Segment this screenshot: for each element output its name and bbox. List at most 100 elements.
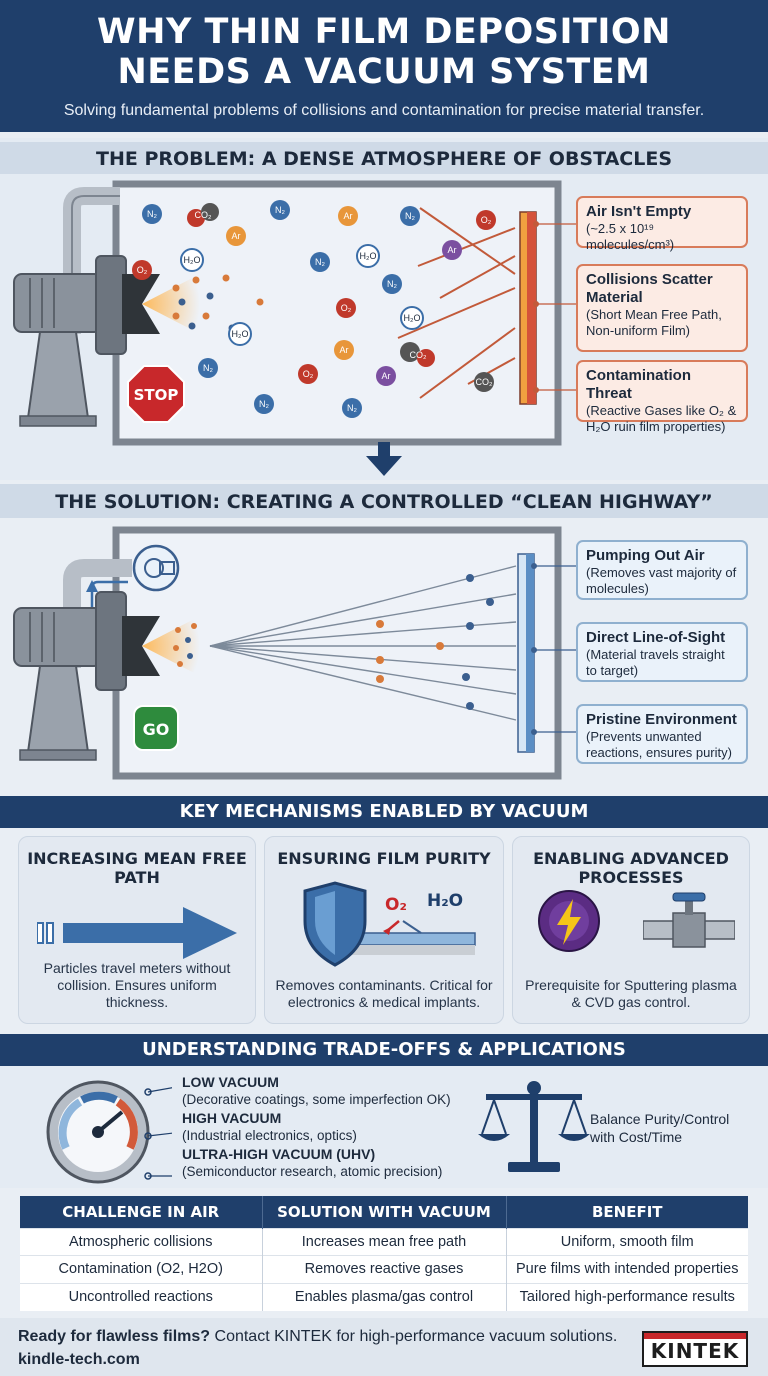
- source-particles: [172, 274, 264, 332]
- tradeoffs-title: UNDERSTANDING TRADE-OFFS & APPLICATIONS: [0, 1034, 768, 1066]
- down-arrow-icon: [366, 442, 402, 476]
- callout-text: (Reactive Gases like O₂ & H₂O ruin film …: [586, 403, 737, 434]
- card-text: Particles travel meters without collisio…: [43, 960, 231, 1010]
- solution-apparatus: GO: [13, 526, 576, 780]
- title-line-2: NEEDS A VACUUM SYSTEM: [117, 52, 651, 92]
- molecule: CO₂: [474, 372, 494, 392]
- svg-text:H₂O: H₂O: [404, 313, 421, 323]
- table-row: Contamination (O2, H2O) Removes reactive…: [20, 1255, 748, 1283]
- arrow-right-icon: [37, 907, 237, 959]
- pump-motor: [13, 273, 103, 333]
- molecule: N₂: [342, 398, 362, 418]
- problem-title: THE PROBLEM: A DENSE ATMOSPHERE OF OBSTA…: [95, 148, 673, 170]
- table-cell: Atmospheric collisions: [20, 1227, 263, 1256]
- card-advanced-processes: ENABLING ADVANCED PROCESSES Prerequisite…: [512, 836, 750, 1024]
- title-line-1: WHY THIN FILM DEPOSITION: [97, 12, 671, 52]
- svg-text:H₂O: H₂O: [360, 251, 377, 261]
- callout-title: Direct Line-of-Sight: [586, 629, 726, 646]
- source-particles: [173, 623, 197, 667]
- callout-title: Pristine Environment: [586, 711, 737, 728]
- svg-text:CO₂: CO₂: [476, 377, 494, 387]
- svg-text:CO₂: CO₂: [410, 350, 428, 360]
- molecule: O₂: [132, 260, 152, 280]
- table-cell: Contamination (O2, H2O): [20, 1255, 263, 1283]
- molecule: N₂: [270, 200, 290, 220]
- mechanisms-title: KEY MECHANISMS ENABLED BY VACUUM: [0, 796, 768, 828]
- molecule: H₂O: [356, 244, 380, 268]
- go-label: GO: [143, 720, 170, 739]
- pump-pipe: [63, 559, 132, 668]
- shield-icon: [303, 881, 476, 967]
- balance-text: Balance Purity/Control with Cost/Time: [590, 1110, 729, 1146]
- kintek-logo: KINTEK: [642, 1331, 748, 1367]
- page-title: WHY THIN FILM DEPOSITION NEEDS A VACUUM …: [0, 0, 768, 92]
- solution-title: THE SOLUTION: CREATING A CONTROLLED “CLE…: [55, 491, 713, 513]
- card-text: Removes contaminants. Critical for elect…: [275, 977, 493, 1010]
- svg-text:O₂: O₂: [481, 215, 492, 225]
- table-cell: Tailored high-performance results: [506, 1282, 748, 1311]
- svg-text:CO₂: CO₂: [195, 210, 213, 220]
- table-header: CHALLENGE IN AIR: [20, 1196, 263, 1228]
- svg-text:Ar: Ar: [448, 245, 457, 255]
- molecule: N₂: [142, 204, 162, 224]
- table-cell: Enables plasma/gas control: [262, 1282, 507, 1311]
- callout-collisions: Collisions Scatter Material (Short Mean …: [576, 264, 748, 352]
- callout-title: Collisions Scatter Material: [586, 271, 713, 306]
- level-low-vacuum: LOW VACUUM (Decorative coatings, some im…: [182, 1074, 451, 1108]
- svg-text:O₂: O₂: [137, 265, 148, 275]
- table-row: Uncontrolled reactions Enables plasma/ga…: [20, 1282, 748, 1311]
- molecule: Ar: [334, 340, 354, 360]
- table-cell: Uniform, smooth film: [506, 1227, 748, 1256]
- level-desc: (Decorative coatings, some imperfection …: [182, 1092, 451, 1107]
- go-sign-icon: [133, 705, 179, 751]
- footer-cta: Ready for flawless films? Contact KINTEK…: [18, 1328, 617, 1346]
- callout-line-of-sight: Direct Line-of-Sight (Material travels s…: [576, 622, 748, 682]
- card-film-purity: ENSURING FILM PURITY O₂ H₂O Removes cont…: [264, 836, 504, 1024]
- evaporation-source: [122, 616, 160, 676]
- callout-text: (Short Mean Free Path, Non-uniform Film): [586, 307, 722, 338]
- table-cell: Pure films with intended properties: [506, 1255, 748, 1283]
- table-header-row: CHALLENGE IN AIR SOLUTION WITH VACUUM BE…: [20, 1196, 748, 1228]
- callout-title: Contamination Threat: [586, 367, 691, 402]
- plasma-icon: [538, 890, 600, 952]
- molecule: Ar: [226, 226, 246, 246]
- level-name: ULTRA-HIGH VACUUM (UHV): [182, 1146, 376, 1162]
- level-name: LOW VACUUM: [182, 1074, 279, 1090]
- level-desc: (Industrial electronics, optics): [182, 1128, 357, 1143]
- svg-text:N₂: N₂: [259, 399, 269, 409]
- molecule: N₂: [382, 274, 402, 294]
- molecule: CO₂: [187, 203, 219, 227]
- table-header: BENEFIT: [506, 1196, 748, 1228]
- table-cell: Increases mean free path: [262, 1227, 507, 1256]
- table-cell: Removes reactive gases: [262, 1255, 507, 1283]
- pump-base: [26, 665, 90, 753]
- card-mean-free-path: INCREASING MEAN FREE PATH Particles trav…: [18, 836, 256, 1024]
- balance-scale-icon: [478, 1081, 590, 1172]
- callout-air-not-empty: Air Isn't Empty (~2.5 x 10¹⁹ molecules/c…: [576, 196, 748, 252]
- molecule: CO₂: [400, 342, 435, 367]
- table-row: Atmospheric collisions Increases mean fr…: [20, 1227, 748, 1256]
- svg-text:O₂: O₂: [341, 303, 352, 313]
- stop-sign-icon: [127, 365, 185, 423]
- gas-label-o2: O₂: [385, 895, 407, 915]
- molecule: N₂: [400, 206, 420, 226]
- table-cell: Uncontrolled reactions: [20, 1282, 263, 1311]
- level-desc: (Semiconductor research, atomic precisio…: [182, 1164, 443, 1179]
- card-title: INCREASING MEAN FREE PATH: [27, 849, 247, 887]
- molecule: H₂O: [228, 322, 252, 346]
- callout-text: (~2.5 x 10¹⁹ molecules/cm³): [586, 221, 675, 252]
- footer-url-link[interactable]: kindle-tech.com: [18, 1351, 140, 1368]
- pressure-gauge-icon: [46, 1080, 172, 1184]
- svg-text:N₂: N₂: [275, 205, 285, 215]
- callout-title: Air Isn't Empty: [586, 203, 692, 220]
- level-high-vacuum: HIGH VACUUM (Industrial electronics, opt…: [182, 1110, 357, 1144]
- molecule: N₂: [310, 252, 330, 272]
- svg-text:O₂: O₂: [303, 369, 314, 379]
- svg-text:N₂: N₂: [203, 363, 213, 373]
- pump-motor: [13, 607, 103, 667]
- molecule: O₂: [336, 298, 356, 318]
- molecule: Ar: [442, 240, 462, 260]
- cta-bold: Ready for flawless films?: [18, 1328, 211, 1345]
- solution-title-bar: [0, 484, 768, 518]
- svg-text:Ar: Ar: [232, 231, 241, 241]
